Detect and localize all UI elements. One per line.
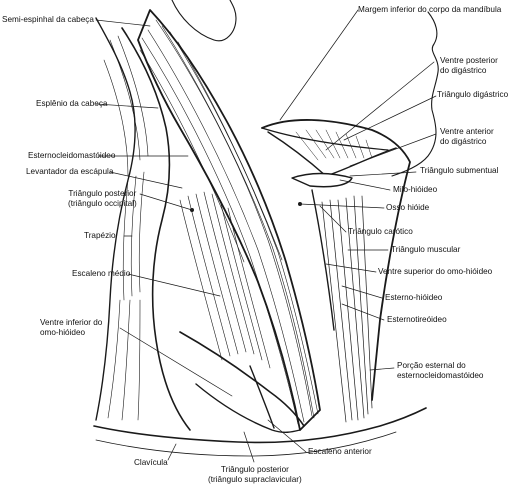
clavicle-outline (93, 407, 427, 444)
supraclavicular-outline (195, 383, 301, 433)
label-line-2: do digástrico (440, 137, 487, 146)
label-levantador-escapula: Levantador da escápula (26, 167, 114, 176)
trapezius-outline (121, 27, 191, 431)
label-triangulo-carotico: Triângulo carótico (348, 227, 413, 236)
label-esterno-hioideo: Esterno-hióideo (385, 293, 443, 302)
scalene-anterior-outline (249, 365, 275, 429)
label-ventre-inferior-omo: Ventre inferior do omo-hióideo (40, 318, 102, 338)
label-line-2: esternocleidomastóideo (397, 371, 484, 380)
label-milo-hioideo: Milo-hióideo (393, 185, 438, 194)
label-line-2: (triângulo occipital) (68, 199, 137, 208)
pointer-dots (190, 202, 302, 212)
label-esplenio: Esplênio da cabeça (36, 99, 108, 108)
label-escaleno-anterior: Escaleno anterior (308, 447, 372, 456)
omohyoid-inferior-belly (179, 331, 305, 427)
label-margem-inferior: Margem inferior do corpo da mandíbula (358, 5, 502, 14)
label-ventre-anterior-digastrico: Ventre anterior do digástrico (440, 127, 494, 147)
clavicle-lower-outline (95, 431, 397, 457)
label-escaleno-medio: Escaleno médio (72, 269, 131, 278)
label-line-2: do digástrico (440, 66, 487, 75)
label-trapezio: Trapézio (84, 231, 116, 240)
posterior-muscle-fibers (103, 35, 149, 421)
scalene-fibers (179, 191, 271, 369)
sternocleidomastoid-outline (137, 9, 321, 431)
digastric-posterior-belly (267, 131, 327, 177)
label-triangulo-submentual: Triângulo submentual (420, 166, 499, 175)
label-line-1: Ventre posterior (440, 56, 498, 65)
label-triangulo-muscular: Triângulo muscular (391, 245, 461, 254)
strap-muscle-fibers (321, 195, 373, 423)
label-ventre-posterior-digastrico: Ventre posterior do digástrico (440, 56, 498, 76)
label-line-1: Triângulo posterior (220, 465, 289, 474)
chin-outline (391, 11, 439, 177)
label-line-1: Ventre anterior (440, 127, 494, 136)
head-outline (171, 0, 237, 42)
label-triangulo-digastrico: Triângulo digástrico (437, 90, 509, 99)
label-esternotireoideo: Esternotireóideo (387, 315, 447, 324)
scm-fibers (139, 19, 319, 425)
digastric-fibers (295, 129, 373, 161)
label-ventre-superior-omo: Ventre superior do omo-hióideo (378, 267, 493, 276)
label-esternocleidomastoideo: Esternocleidomastóideo (28, 151, 116, 160)
label-line-1: Ventre inferior do (40, 318, 103, 327)
leader-lines (95, 9, 437, 463)
label-osso-hioide: Osso hióide (386, 203, 430, 212)
label-triangulo-posterior-occipital: Triângulo posterior (triângulo occipital… (68, 189, 137, 209)
label-porcao-esternal: Porção esternal do esternocleidomastóide… (397, 361, 483, 381)
label-triangulo-posterior-supraclavicular: Triângulo posterior (triângulo supraclav… (208, 465, 302, 485)
anterior-triangle-outline (261, 119, 411, 401)
label-line-2: omo-hióideo (40, 328, 86, 337)
label-clavicula: Clavícula (134, 458, 168, 467)
label-line-1: Porção esternal do (397, 361, 466, 370)
label-line-1: Triângulo posterior (68, 189, 137, 198)
label-semi-espinhal: Semi-espinhal da cabeça (2, 15, 94, 24)
omohyoid-superior-belly (311, 189, 335, 331)
hyoid-bone (291, 172, 353, 188)
mandible-lower-border (261, 127, 389, 151)
neck-back-outline (95, 17, 136, 421)
label-line-2: (triângulo supraclavicular) (208, 475, 302, 484)
